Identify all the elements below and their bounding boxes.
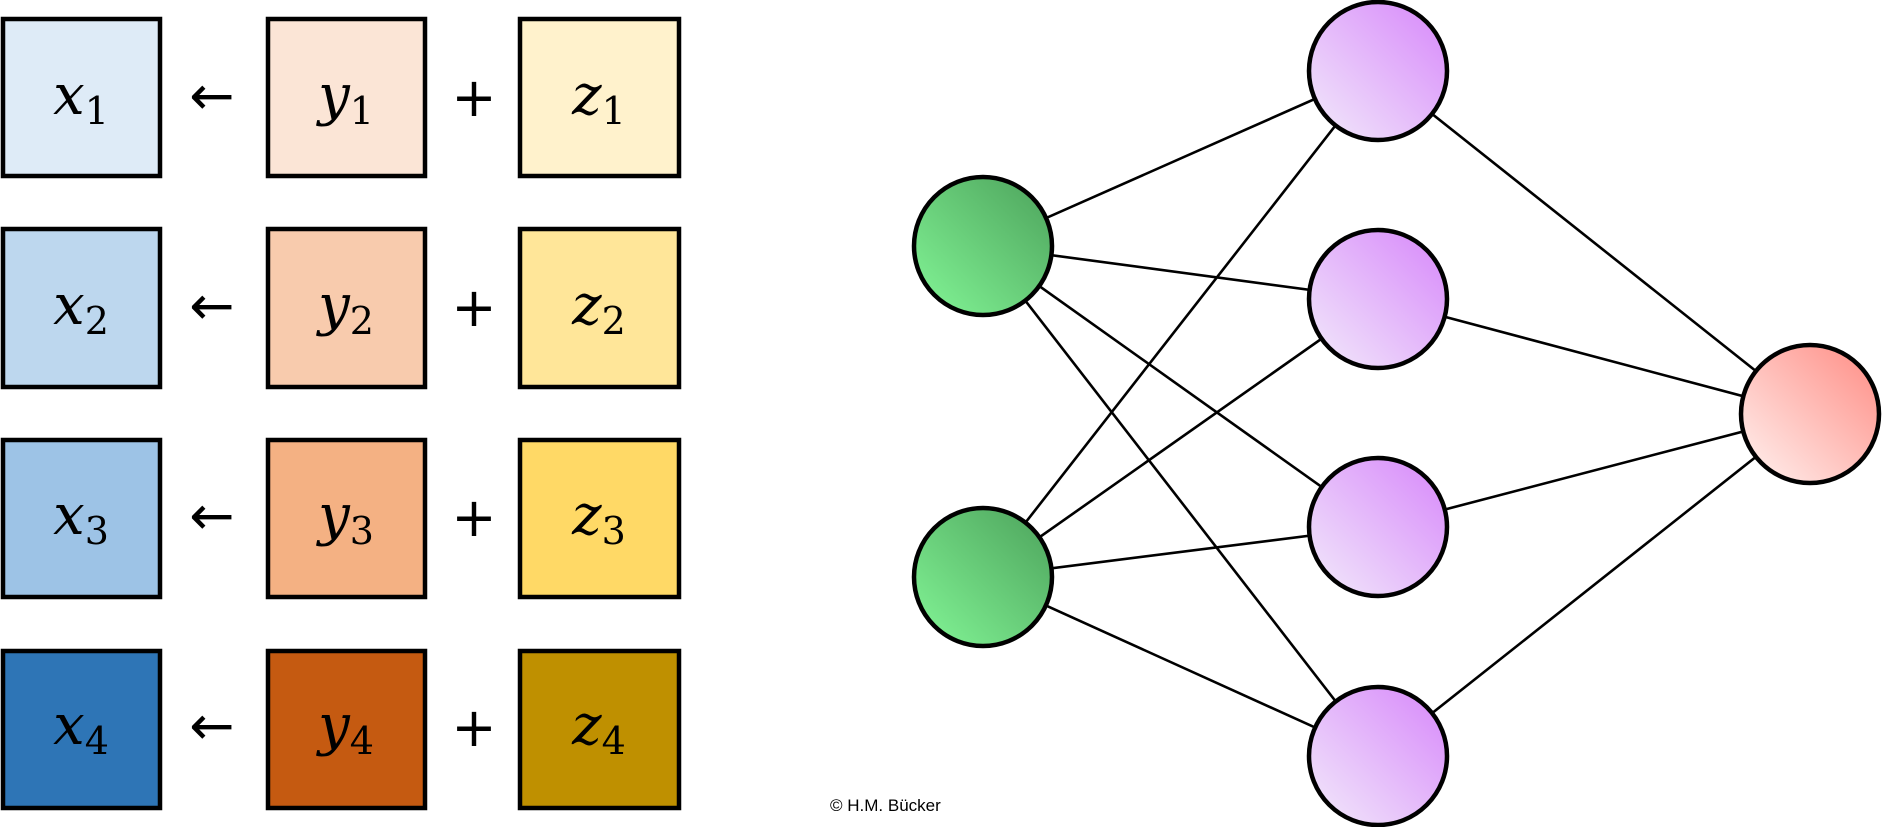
y2-box [265, 226, 428, 390]
edge-hidden-1-to-output-1 [1377, 69, 1811, 416]
y2-label: y2 [315, 273, 374, 343]
y4-box [265, 648, 428, 811]
edge-hidden-4-to-output-1 [1377, 412, 1811, 758]
output-node-1 [1738, 342, 1882, 486]
equation-row-3: x3 ← y3 + z3 [0, 437, 682, 600]
x3-box [0, 437, 163, 600]
y1-box [265, 16, 428, 179]
hidden-node-2 [1306, 227, 1450, 371]
y3-label: y3 [315, 483, 374, 553]
x4-box [0, 648, 163, 811]
edge-input-2-to-hidden-4 [982, 575, 1379, 758]
plus-3: + [451, 486, 496, 549]
network-edges [981, 69, 1811, 758]
equation-row-2: x2 ← y2 + z2 [0, 226, 682, 390]
edge-input-1-to-hidden-4 [981, 245, 1380, 757]
equation-row-4: x4 ← y4 + z4 [0, 648, 682, 811]
arrow-1: ← [189, 64, 234, 127]
x1-box [0, 16, 163, 179]
z1-box [517, 16, 682, 179]
x2-box [0, 226, 163, 390]
equation-row-1: x1 ← y1 + z1 [0, 16, 682, 179]
plus-2: + [451, 276, 496, 339]
edge-hidden-2-to-output-1 [1377, 297, 1811, 416]
x4-label: x4 [53, 693, 109, 763]
arrow-3: ← [189, 484, 234, 547]
y4-label: y4 [315, 693, 374, 763]
y1-label: y1 [315, 63, 374, 133]
hidden-node-1 [1306, 0, 1450, 143]
edge-input-1-to-hidden-3 [982, 244, 1379, 529]
input-node-1 [911, 174, 1055, 318]
hidden-node-3 [1306, 455, 1450, 599]
arrow-4: ← [189, 694, 234, 757]
plus-4: + [451, 696, 496, 759]
x3-label: x3 [53, 483, 109, 553]
z3-box [517, 437, 682, 600]
neural-network-diagram [911, 0, 1882, 827]
y3-box [265, 437, 428, 600]
x1-label: x1 [53, 63, 109, 133]
x2-label: x2 [53, 273, 109, 343]
z4-label: z4 [571, 693, 626, 763]
edge-hidden-3-to-output-1 [1377, 412, 1811, 529]
z3-label: z3 [571, 483, 626, 553]
plus-1: + [451, 66, 496, 129]
copyright-label: © H.M. Bücker [830, 796, 941, 815]
input-node-2 [911, 505, 1055, 649]
edge-input-2-to-hidden-2 [982, 297, 1379, 579]
network-nodes [911, 0, 1882, 827]
z4-box [517, 648, 682, 811]
z1-label: z1 [571, 63, 626, 133]
z2-box [517, 226, 682, 390]
arrow-2: ← [189, 274, 234, 337]
edge-input-2-to-hidden-1 [981, 70, 1380, 578]
edge-input-1-to-hidden-1 [982, 69, 1379, 248]
hidden-node-4 [1306, 684, 1450, 827]
vector-add-diagram: x1 ← y1 + z1 x2 ← y2 + [0, 16, 682, 811]
z2-label: z2 [571, 273, 626, 343]
